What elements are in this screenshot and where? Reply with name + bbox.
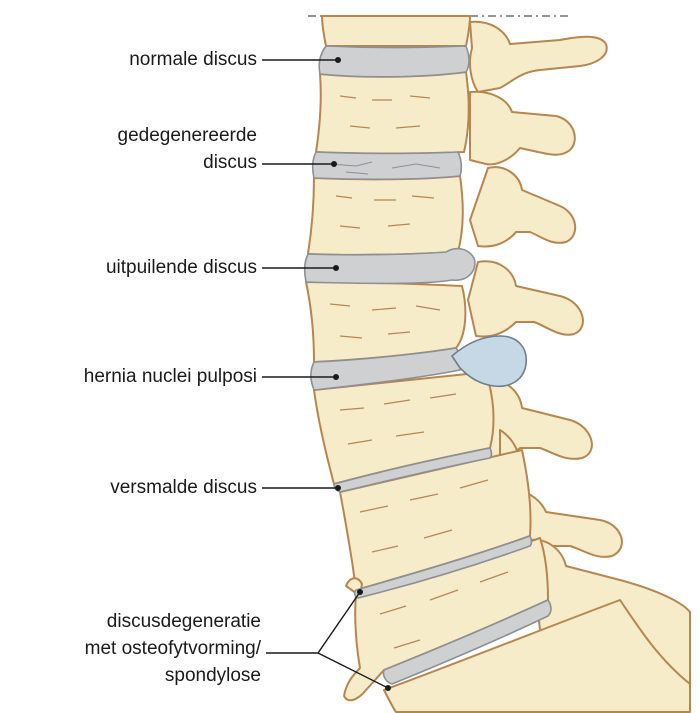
label-degenerated-disc-line1: gedegenereerde [118,125,257,147]
vertebra-1 [322,16,470,46]
normal-disc [319,46,469,77]
label-degeneration-line2: met osteofytvorming/ [85,638,261,660]
label-normal-disc: normale discus [129,49,257,71]
label-hernia: hernia nuclei pulposi [84,366,257,388]
vertebra-3 [308,176,463,255]
label-degenerated-disc-line2: discus [203,152,257,174]
vertebra-2 [316,72,469,154]
label-degeneration-line1: discusdegeneratie [107,611,261,633]
bulging-disc [305,249,475,284]
label-bulging-disc: uitpuilende discus [106,257,257,279]
label-narrowed-disc: versmalde discus [110,477,257,499]
label-degeneration-line3: spondylose [165,665,261,687]
